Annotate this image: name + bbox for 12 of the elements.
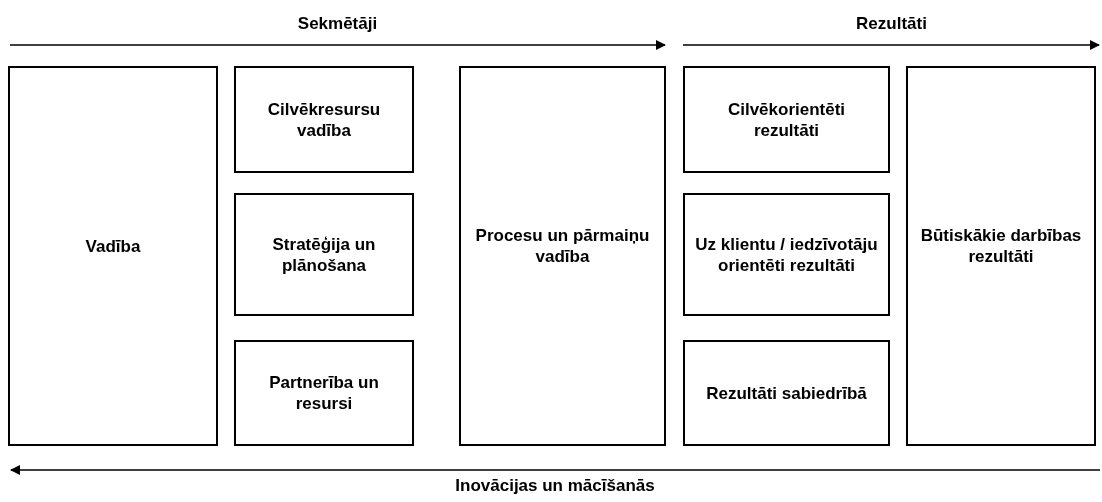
section-label: Inovācijas un mācīšanās (455, 476, 655, 495)
text-box: Rezultāti sabiedrībā (683, 340, 890, 446)
text-box: Vadība (8, 66, 218, 446)
text-box: Uz klientu / iedzīvotāju orientēti rezultāti (683, 193, 890, 316)
section-label: Rezultāti (856, 14, 927, 33)
text-box: Partnerība un resursi (234, 340, 414, 446)
text-box: Procesu un pārmaiņu vadība (459, 66, 666, 446)
text-box: Cilvēkorientēti rezultāti (683, 66, 890, 173)
section-label: Sekmētāji (297, 14, 378, 33)
text-box: Stratēģija un plānošana (234, 193, 414, 316)
text-box: Būtiskākie darbības rezultāti (906, 66, 1096, 446)
text-box: Cilvēkresursu vadība (234, 66, 414, 173)
